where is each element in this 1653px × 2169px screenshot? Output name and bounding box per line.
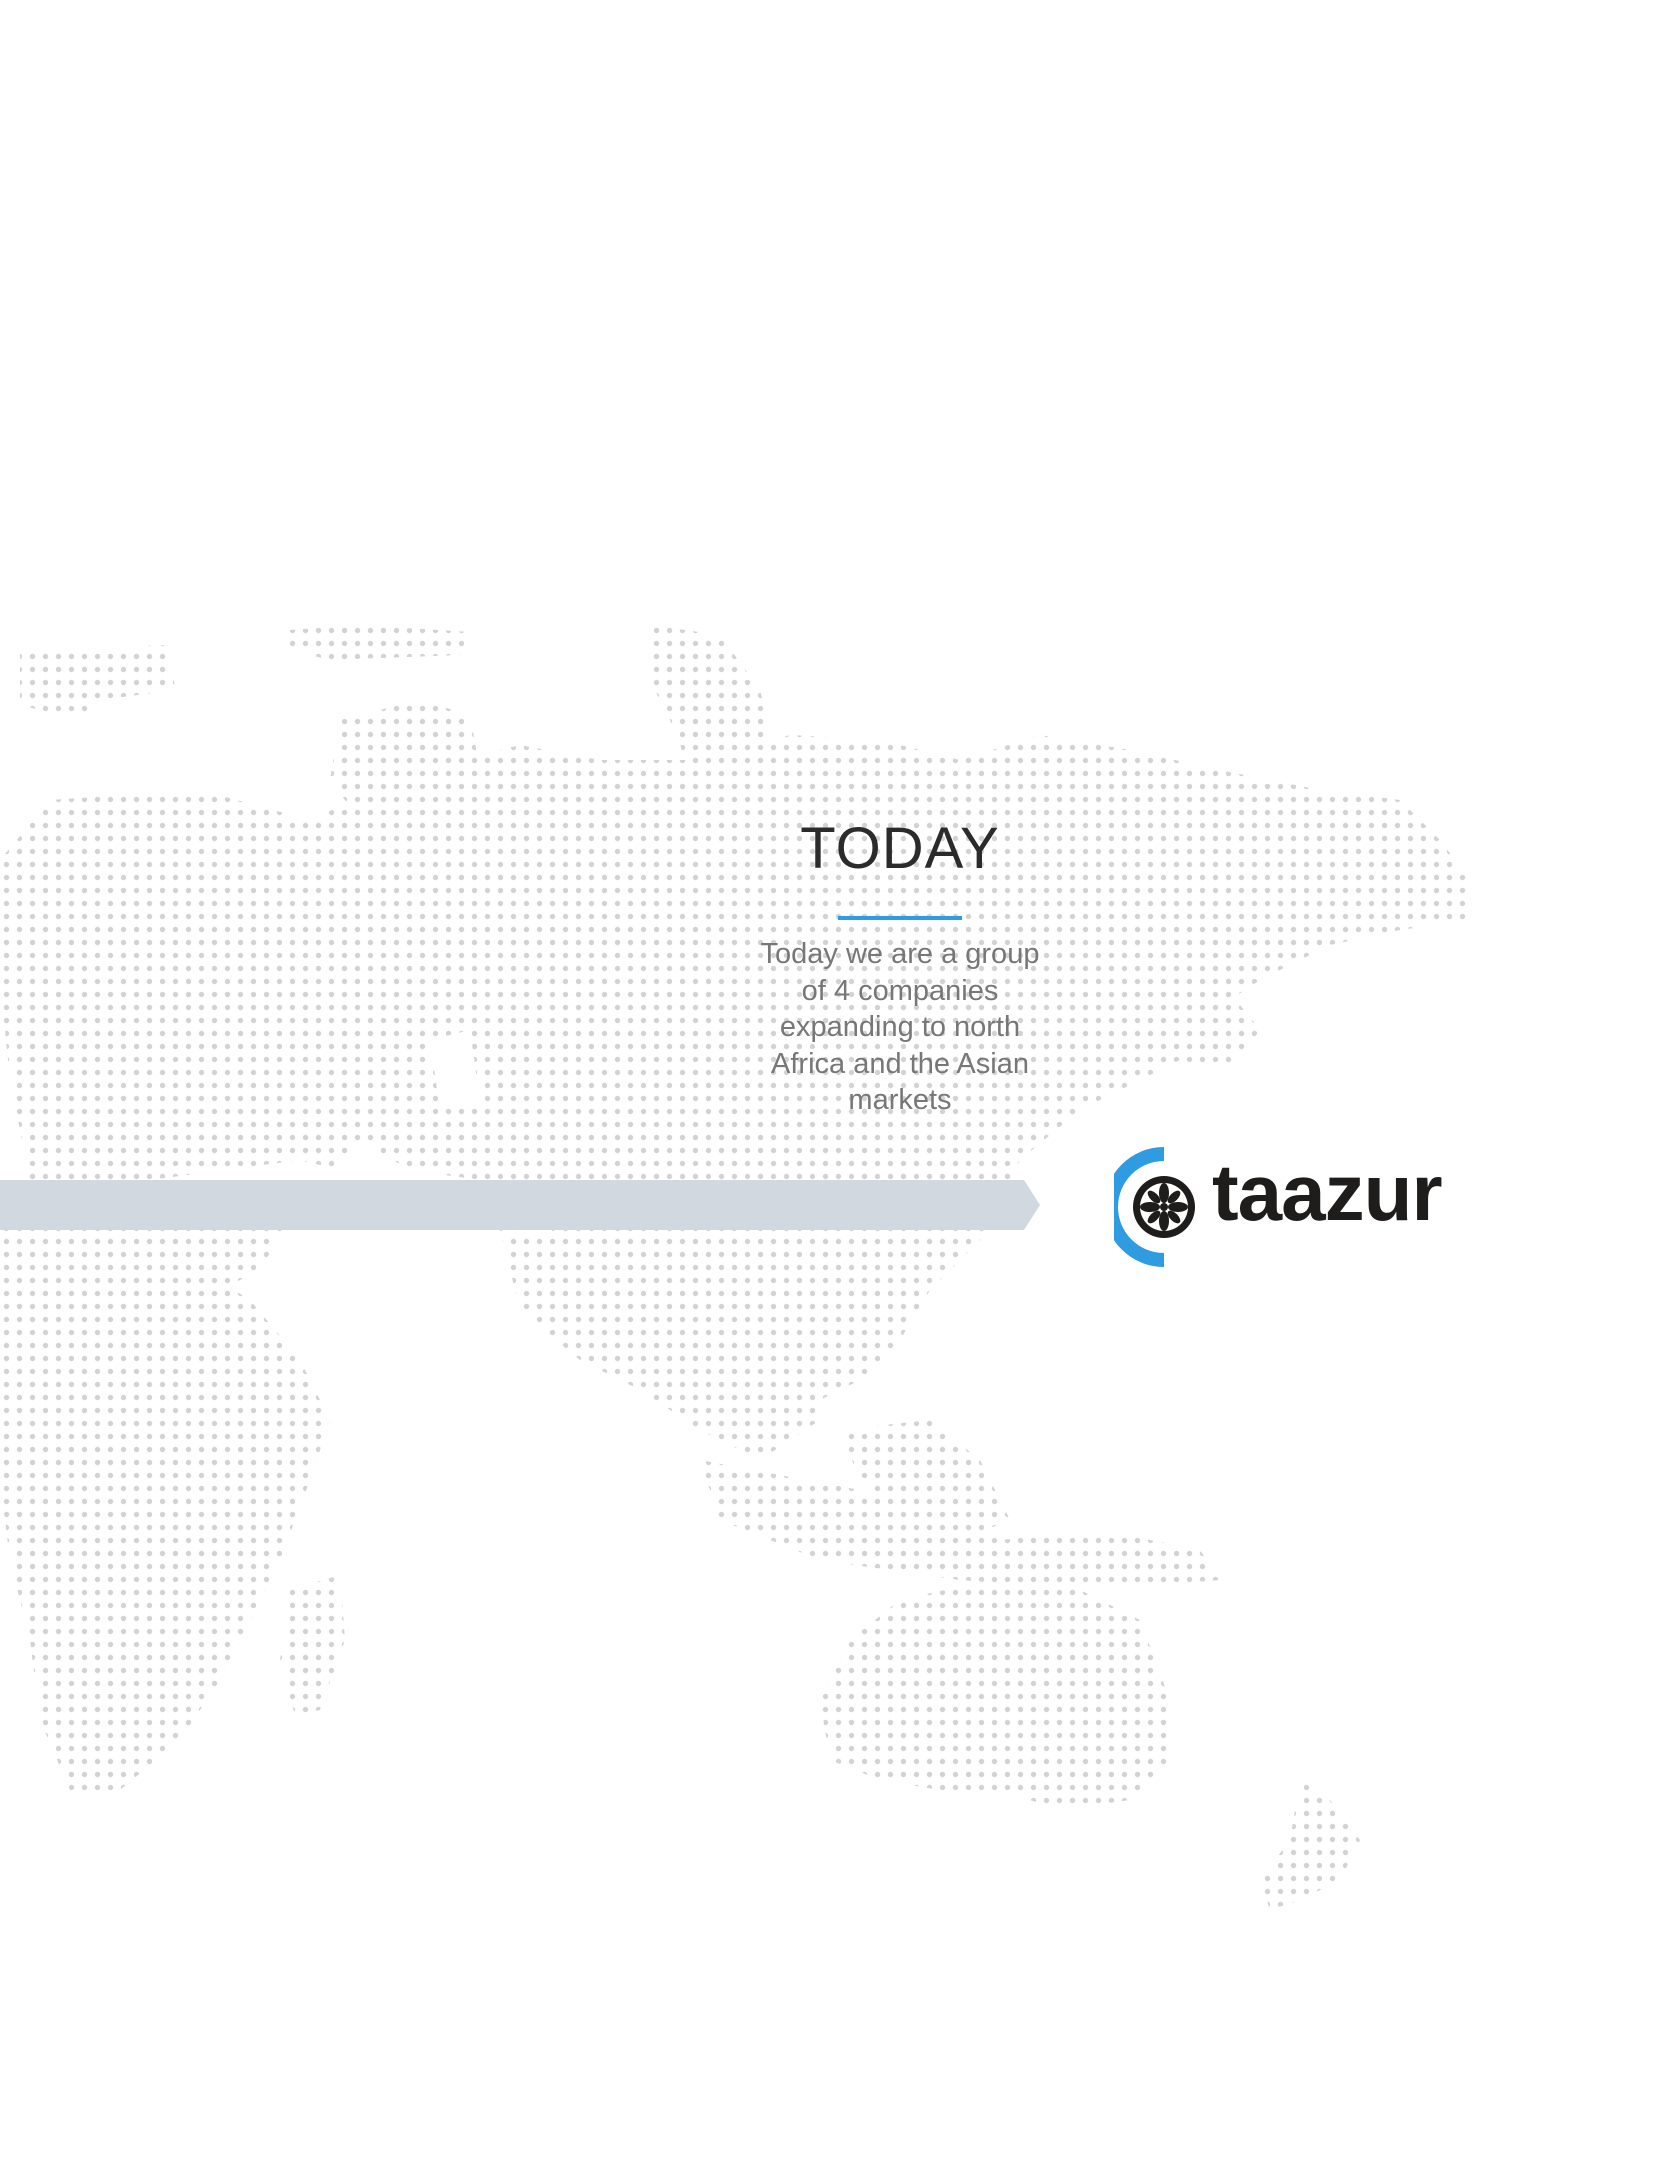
section-heading: TODAY [800,816,1000,881]
brand-logo: taazur [1114,1145,1474,1270]
flower-in-crescent-icon [1114,1147,1195,1267]
today-section: TODAY Today we are a group of 4 companie… [740,820,1060,1119]
section-body: Today we are a group of 4 companies expa… [760,938,1040,1116]
heading-underline [838,916,962,920]
brand-name: taazur [1212,1148,1443,1237]
